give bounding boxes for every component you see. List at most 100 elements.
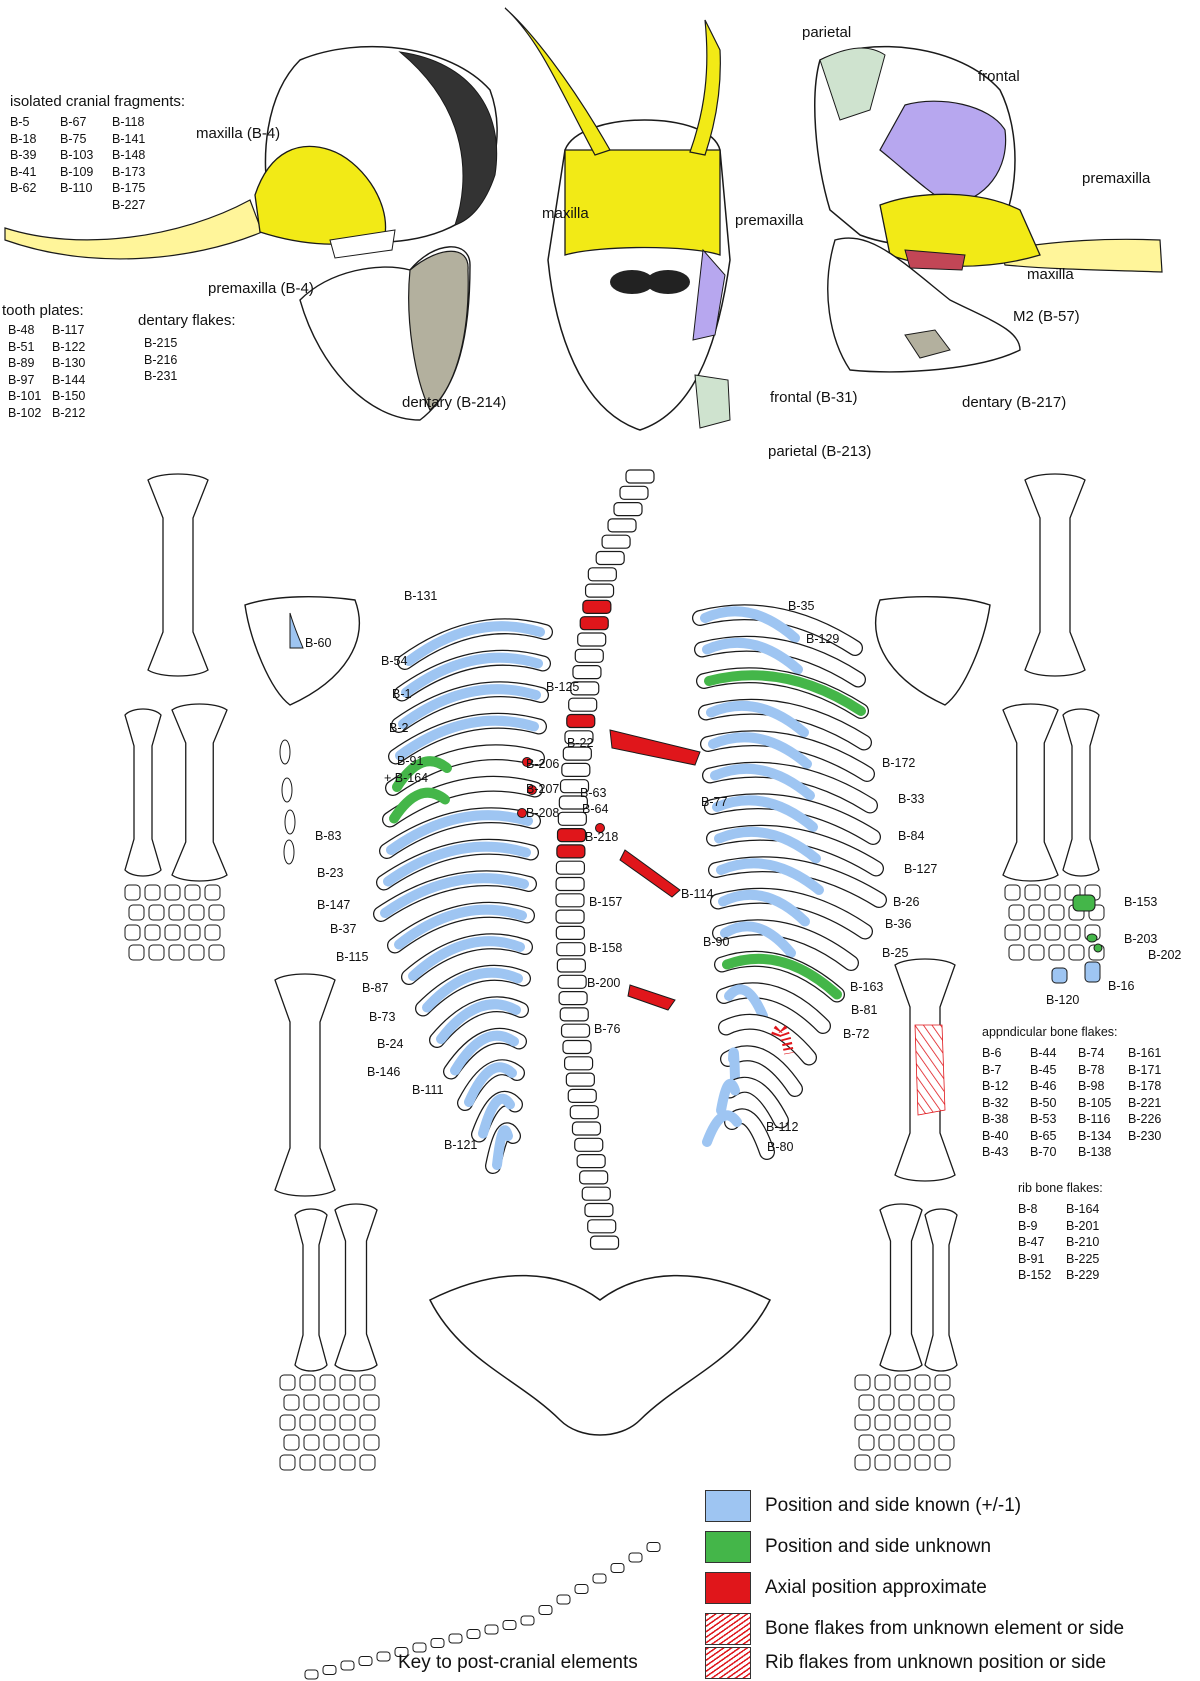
left-rib-fill (383, 841, 531, 887)
label-maxilla-right: maxilla (1027, 266, 1074, 283)
sternal-piece (281, 777, 293, 803)
right-frontal (879, 100, 1007, 206)
parietal-b213 (694, 374, 731, 429)
left-rib-label: B-131 (404, 589, 438, 603)
left-rib-label: B-147 (317, 898, 351, 912)
carpal-bone (343, 1394, 360, 1411)
label-parietal-right: parietal (802, 24, 852, 41)
carpal-bone (204, 884, 221, 901)
appendicular-title: appndicular bone flakes: (982, 1025, 1118, 1039)
sternal-piece (284, 809, 296, 835)
list-item: B-231 (144, 369, 178, 383)
vertebra (582, 599, 612, 615)
carpal-bone (918, 1434, 935, 1451)
left-rib-label: B-121 (444, 1138, 478, 1152)
legend-axial: Axial position approximate (705, 1571, 987, 1605)
right-tusk (999, 238, 1163, 273)
left-rib-fill (398, 684, 541, 729)
carpal-bone (1048, 944, 1065, 961)
vertebra (556, 958, 586, 973)
left-scapula (244, 596, 360, 706)
carpal-bone (339, 1414, 356, 1431)
left-radius (124, 708, 162, 877)
key-title: Key to post-cranial elements (398, 1652, 638, 1673)
list-item: B-78 (1078, 1062, 1105, 1077)
carpal-bone (914, 1454, 931, 1471)
right-rib (719, 1015, 816, 1065)
carpal-bone (1028, 904, 1045, 921)
vertebra (571, 1121, 602, 1136)
left-rib-label: + B-164 (384, 771, 429, 785)
list-item: B-148 (112, 148, 146, 162)
vertebra (601, 534, 631, 549)
carpal-label: B-203 (1124, 932, 1158, 946)
right-rib-fill (720, 921, 796, 958)
vertebra (562, 746, 592, 761)
carpal-b153 (1072, 894, 1096, 912)
scapula-label: B-60 (305, 636, 332, 650)
list-item: B-51 (8, 339, 35, 354)
carpal-bone (934, 1454, 951, 1471)
right-rib-fill (716, 1078, 740, 1116)
list-item: B-105 (1078, 1095, 1112, 1110)
vertebra (619, 485, 649, 500)
vertebra-label: B-22 (567, 736, 594, 750)
carpal-bone (938, 1394, 955, 1411)
carpal-bone (204, 924, 221, 941)
list-item: B-110 (60, 181, 93, 195)
carpal-bone (299, 1414, 316, 1431)
carpal-bone (1068, 944, 1085, 961)
label-maxilla-mid: maxilla (542, 205, 589, 222)
vertebra (565, 1072, 595, 1087)
left-rib-label: B-2 (389, 721, 409, 735)
vertebra-fragment (527, 785, 537, 795)
caudal-vertebra (358, 1656, 373, 1666)
left-rib-label: B-146 (367, 1065, 401, 1079)
right-rib-label: B-77 (701, 795, 728, 809)
list-item: B-62 (10, 181, 37, 195)
list-item: B-48 (8, 323, 35, 337)
list-item: B-97 (8, 372, 35, 387)
label-frontal-b31: frontal (B-31) (770, 389, 858, 406)
list-item: B-65 (1030, 1128, 1057, 1143)
carpal-bone (319, 1414, 336, 1431)
left-rib-fill (450, 1030, 519, 1076)
list-item: B-7 (982, 1062, 1002, 1077)
left-pes (279, 1374, 380, 1471)
carpal-bone (359, 1374, 376, 1391)
right-rib-label: B-36 (885, 917, 912, 931)
list-item: B-171 (1128, 1062, 1162, 1077)
vertebra (574, 648, 604, 663)
vertebra (581, 1186, 611, 1201)
femur-flake (914, 1024, 946, 1116)
vertebra (556, 827, 587, 843)
right-rib-label: B-129 (806, 632, 840, 646)
right-rib-label: B-90 (703, 935, 730, 949)
legend-rib-flakes: Rib flakes from unknown position or side (705, 1646, 1106, 1680)
left-rib-fill (404, 621, 545, 666)
list-item: B-226 (1128, 1112, 1162, 1126)
carpal-bone (164, 884, 181, 901)
vertebra (555, 909, 585, 924)
vertebra (561, 762, 591, 778)
caudal-vertebra (412, 1642, 427, 1653)
vertebra (558, 990, 588, 1006)
vertebra-label: B-63 (580, 786, 607, 800)
vertebra (587, 567, 617, 582)
carpal-bone (128, 904, 145, 921)
m2-b57 (904, 249, 966, 271)
left-ulna (171, 703, 228, 882)
left-teeth (329, 229, 396, 259)
list-item: B-138 (1078, 1145, 1112, 1159)
carpal-bone (1044, 924, 1061, 941)
caudal-vertebra (592, 1573, 607, 1584)
carpal-bone (1008, 904, 1025, 921)
carpal-label: B-153 (1124, 895, 1158, 909)
vertebra (560, 1023, 591, 1038)
carpal-bone (898, 1434, 915, 1451)
carpal-bone (1004, 884, 1021, 901)
rib-b114 (619, 849, 681, 898)
carpal-bone (148, 944, 165, 961)
